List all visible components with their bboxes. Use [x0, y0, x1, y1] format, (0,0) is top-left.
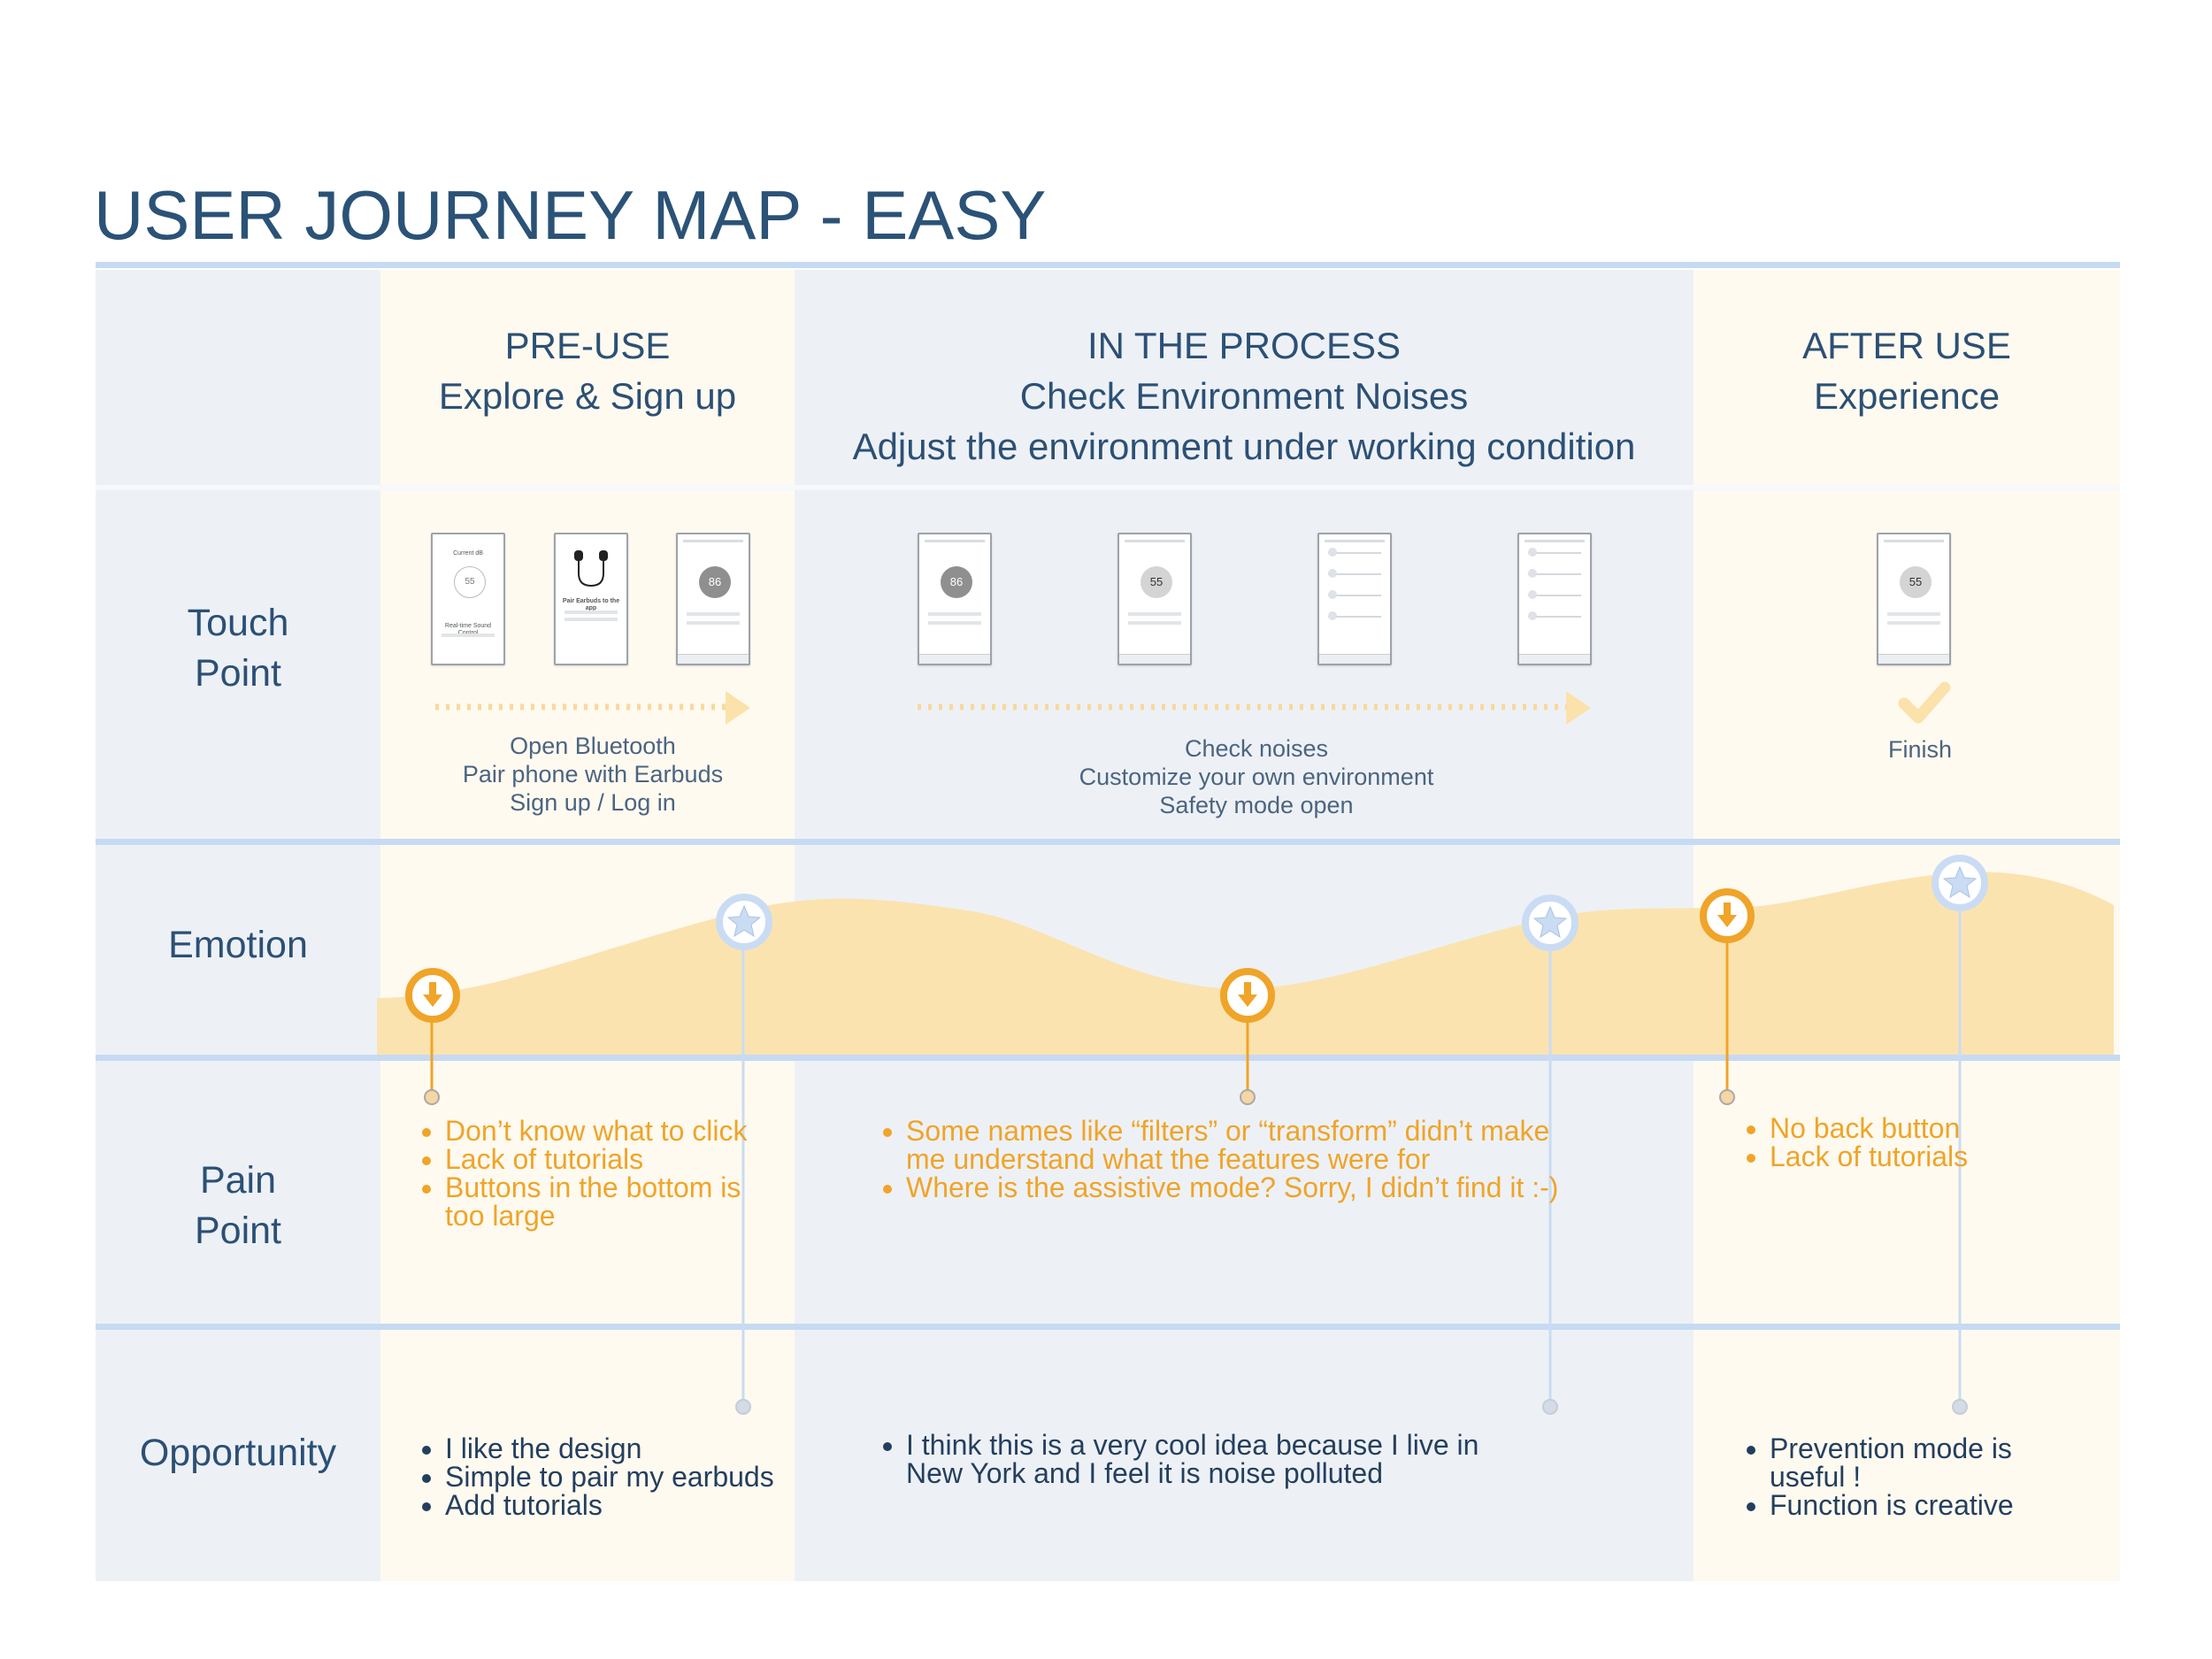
- opportunities-pre-use: I like the design Simple to pair my earb…: [396, 1434, 826, 1519]
- db-gauge: 55: [454, 566, 486, 598]
- earbuds-icon: [574, 550, 608, 588]
- db-gauge: 55: [1900, 566, 1932, 598]
- down-arrow-marker-after-use: [1700, 888, 1755, 943]
- rule-top: [96, 262, 2120, 268]
- down-arrow-marker-pre-use: [405, 968, 460, 1023]
- stage-subtitle: Explore & Sign up: [438, 375, 737, 417]
- down-arrow-marker-in-process: [1220, 968, 1275, 1023]
- list-item: Don’t know what to click: [445, 1117, 826, 1145]
- phone-thumb-customize: [1317, 533, 1392, 665]
- list-item: Function is creative: [1770, 1491, 2044, 1519]
- stage-title: IN THE PROCESS: [1087, 325, 1401, 366]
- rule-after-pain-point: [96, 1324, 2120, 1330]
- phone-thumb-dashboard-55: 55: [1118, 533, 1192, 665]
- phone-thumb-finish: 55: [1877, 533, 1951, 665]
- touch-caption-pre-use: Open Bluetooth Pair phone with Earbuds S…: [462, 733, 724, 816]
- stage-header-after-use: AFTER USE Experience: [1694, 320, 2120, 421]
- rule-after-emotion: [96, 1055, 2120, 1061]
- tab-bar: [1319, 654, 1390, 664]
- phone-thumb-welcome: Current dB 55 Real-time Sound Control: [431, 533, 505, 665]
- star-marker-pre-use: [716, 894, 772, 950]
- list-item: Simple to pair my earbuds: [445, 1463, 826, 1491]
- opportunities-after-use: Prevention mode is useful ! Function is …: [1721, 1434, 2044, 1519]
- db-gauge: 55: [1141, 566, 1172, 598]
- star-icon: [726, 904, 762, 938]
- star-icon: [1532, 905, 1568, 939]
- down-arrow-icon: [1717, 902, 1737, 927]
- pain-points-in-process: Some names like “filters” or “transform”…: [857, 1117, 1578, 1202]
- stage-subtitle: Experience: [1813, 375, 2001, 417]
- row-label-pain-point: Pain Point: [194, 1159, 281, 1252]
- checkmark-icon: [1898, 681, 1951, 724]
- opportunities-in-process: I think this is a very cool idea because…: [857, 1431, 1543, 1487]
- tab-bar: [1119, 654, 1190, 664]
- row-label-opportunity: Opportunity: [139, 1432, 337, 1474]
- stage-title: AFTER USE: [1802, 325, 2011, 366]
- list-item: Where is the assistive mode? Sorry, I di…: [906, 1173, 1578, 1202]
- stage-title: PRE-USE: [504, 325, 671, 366]
- phone-thumb-pair-earbuds: Pair Earbuds to the app: [554, 533, 628, 665]
- tab-bar: [1878, 654, 1949, 664]
- tab-bar: [919, 654, 990, 664]
- rule-after-touch-point: [96, 839, 2120, 845]
- phone-thumb-dashboard-86: 86: [676, 533, 750, 665]
- emotion-area: [377, 872, 2114, 1057]
- phone-thumb-safety-mode: [1517, 533, 1592, 665]
- slider-list: [1528, 548, 1581, 641]
- touch-caption-in-process: Check noises Customize your own environm…: [1079, 735, 1434, 818]
- list-item: I like the design: [445, 1434, 826, 1463]
- db-gauge: 86: [699, 566, 731, 598]
- list-item: Lack of tutorials: [445, 1145, 826, 1173]
- stage-header-pre-use: PRE-USE Explore & Sign up: [380, 320, 795, 421]
- star-marker-in-process: [1522, 895, 1578, 951]
- arrow-head-icon: [726, 691, 750, 725]
- arrow-head-icon: [1566, 691, 1591, 725]
- tab-bar: [678, 654, 749, 664]
- list-item: Prevention mode is useful !: [1770, 1434, 2044, 1491]
- list-item: Lack of tutorials: [1770, 1142, 2141, 1171]
- star-icon: [1942, 865, 1978, 899]
- db-gauge: 86: [941, 566, 972, 598]
- slider-list: [1328, 548, 1381, 641]
- list-item: Some names like “filters” or “transform”…: [906, 1117, 1578, 1173]
- pain-points-after-use: No back button Lack of tutorials: [1721, 1114, 2141, 1171]
- stage-subtitle: Check Environment Noises: [1019, 375, 1469, 417]
- list-item: Buttons in the bottom is too large: [445, 1173, 781, 1230]
- rule-after-stage-header: [96, 485, 2120, 490]
- list-item: Add tutorials: [445, 1491, 826, 1519]
- touch-caption-after-use: Finish: [1887, 736, 1953, 763]
- list-item: I think this is a very cool idea because…: [906, 1431, 1543, 1487]
- page-title: USER JOURNEY MAP - EASY: [94, 176, 1047, 254]
- phone-thumb-dashboard-86-b: 86: [918, 533, 992, 665]
- row-label-emotion: Emotion: [168, 924, 308, 966]
- star-marker-after-use: [1932, 855, 1988, 911]
- stage-subtitle-2: Adjust the environment under working con…: [852, 426, 1636, 467]
- stage-header-in-process: IN THE PROCESS Check Environment Noises …: [795, 320, 1694, 472]
- down-arrow-icon: [1238, 982, 1257, 1007]
- pain-points-pre-use: Don’t know what to click Lack of tutoria…: [396, 1117, 826, 1230]
- down-arrow-icon: [423, 982, 442, 1007]
- list-item: No back button: [1770, 1114, 2141, 1142]
- tab-bar: [1519, 654, 1590, 664]
- row-label-touch-point: Touch Point: [187, 602, 289, 695]
